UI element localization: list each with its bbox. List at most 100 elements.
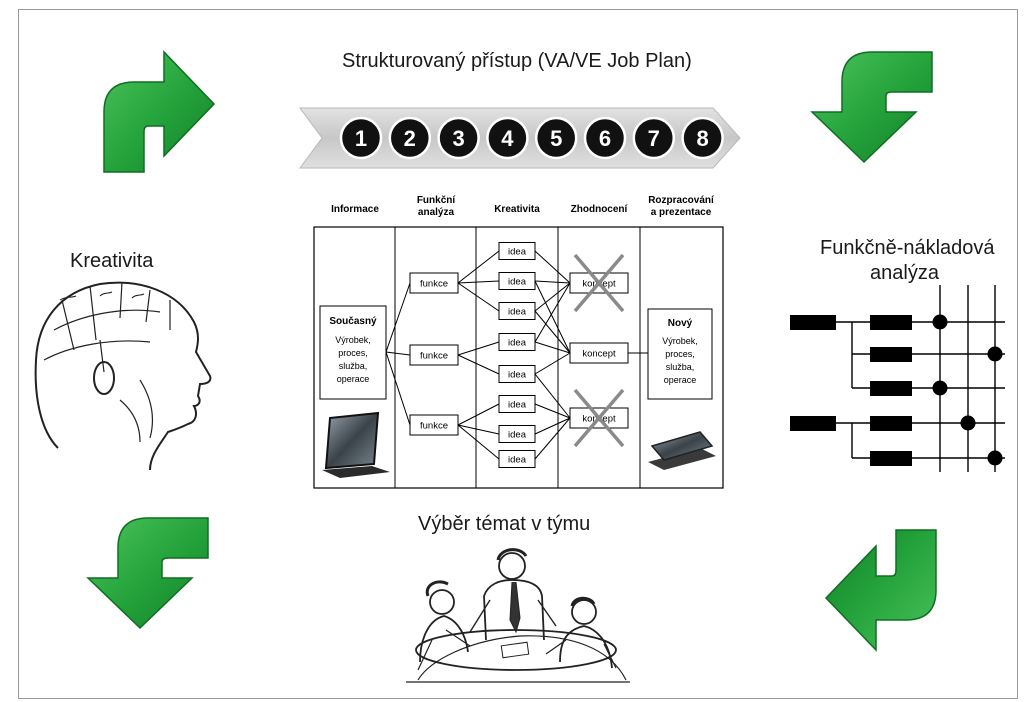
tablet-icon-current — [322, 411, 390, 478]
current-state-box: Současný Výrobek, proces, služba, operac… — [319, 305, 387, 400]
step-number: 7 — [648, 126, 660, 151]
new-state-box: Nový Výrobek, proces, služba, operace — [647, 308, 713, 400]
idea-node-label: idea — [508, 455, 527, 466]
curved-arrow-icon-top-left — [103, 51, 215, 173]
step-circle: 6 — [583, 116, 627, 160]
step-circle: 8 — [681, 116, 724, 160]
fca-title-line1: Funkčně-nákladová — [820, 237, 995, 259]
idea-node: idea — [498, 242, 536, 260]
connector-function-idea — [457, 250, 500, 284]
connector-current-function — [385, 351, 411, 356]
team-meeting-icon — [406, 548, 630, 683]
function-node-label: funkce — [420, 351, 448, 362]
function-node: funkce — [409, 344, 459, 366]
current-box-line: proces, — [338, 348, 368, 358]
connector-idea-concept — [534, 250, 571, 284]
function-cost-matrix-icon — [790, 285, 1005, 472]
new-box-line: služba, — [666, 362, 695, 372]
connector-idea-concept — [534, 403, 571, 419]
connector-idea-concept — [534, 280, 571, 284]
idea-node: idea — [498, 272, 536, 290]
connector-current-function — [385, 282, 411, 353]
connector-function-idea — [457, 403, 500, 426]
diagram-frame — [18, 9, 1018, 699]
reject-cross-icon — [573, 253, 625, 313]
idea-node-label: idea — [508, 277, 527, 288]
function-node: funkce — [409, 272, 459, 294]
connector-idea-concept — [534, 282, 571, 343]
phrenology-head-icon — [34, 281, 212, 471]
step-circle: 2 — [388, 116, 432, 160]
job-plan-title: Strukturovaný přístup (VA/VE Job Plan) — [342, 50, 692, 72]
connector-idea-concept — [534, 310, 571, 354]
step-number: 8 — [696, 126, 708, 151]
curved-arrow-icon-top-right — [811, 51, 933, 163]
step-number: 1 — [355, 126, 367, 151]
current-box-line: Výrobek, — [335, 335, 371, 345]
connector-idea-concept — [534, 373, 571, 419]
connector-idea-concept — [534, 280, 571, 354]
fca-title-line2: analýza — [870, 262, 939, 284]
connector-function-idea — [457, 341, 500, 356]
idea-node-label: idea — [508, 338, 527, 349]
current-box-title: Současný — [329, 316, 377, 327]
concept-node-label: koncept — [582, 349, 616, 360]
idea-node: idea — [498, 450, 536, 468]
idea-node: idea — [498, 302, 536, 320]
step-number: 6 — [599, 126, 611, 151]
connector-function-idea — [457, 424, 500, 460]
column-header-line2: a prezentace — [651, 207, 712, 218]
step-number: 4 — [501, 126, 514, 151]
tablet-icon-new — [648, 431, 716, 470]
connector-current-function — [385, 351, 411, 426]
idea-node-label: idea — [508, 247, 527, 258]
connector-function-idea — [457, 282, 500, 312]
idea-node-label: idea — [508, 430, 527, 441]
column-header-line2: analýza — [418, 207, 455, 218]
function-node-label: funkce — [420, 279, 448, 290]
step-circle: 5 — [534, 116, 578, 160]
step-circle: 4 — [486, 116, 529, 160]
idea-node-label: idea — [508, 400, 527, 411]
current-box-line: operace — [337, 374, 370, 384]
process-nodes: funkce funkce funkce idea idea idea idea idea id… — [409, 242, 629, 468]
column-header: Kreativita — [494, 204, 540, 215]
new-box-line: Výrobek, — [662, 336, 698, 346]
column-header: Zhodnocení — [571, 204, 629, 215]
step-number: 5 — [550, 126, 562, 151]
connector-function-idea — [457, 354, 500, 375]
new-box-line: operace — [664, 375, 697, 385]
concept-node: koncept — [569, 342, 629, 364]
team-title: Výběr témat v týmu — [418, 513, 591, 535]
idea-node: idea — [498, 395, 536, 413]
idea-node: idea — [498, 365, 536, 383]
column-header: Funkční — [417, 195, 457, 206]
function-node-label: funkce — [420, 421, 448, 432]
column-header: Informace — [331, 204, 379, 215]
current-box-line: služba, — [339, 361, 368, 371]
connector-idea-concept — [534, 282, 571, 312]
idea-node-label: idea — [508, 370, 527, 381]
reject-cross-icon — [573, 388, 625, 448]
idea-node: idea — [498, 333, 536, 351]
step-circle: 3 — [437, 116, 480, 160]
connector-idea-concept — [534, 341, 571, 354]
idea-node: idea — [498, 425, 536, 443]
connector-idea-concept — [534, 417, 571, 435]
new-box-line: proces, — [665, 349, 695, 359]
step-circle: 7 — [632, 116, 676, 160]
connector-function-idea — [457, 280, 500, 284]
curved-arrow-icon-bottom-right — [825, 529, 937, 651]
process-connectors — [385, 250, 648, 460]
creativity-title: Kreativita — [70, 250, 154, 272]
step-number: 3 — [452, 126, 464, 151]
connector-idea-concept — [534, 352, 571, 375]
curved-arrow-icon-bottom-left — [87, 517, 209, 629]
function-node: funkce — [409, 414, 459, 436]
connector-function-idea — [457, 424, 500, 435]
new-box-title: Nový — [668, 318, 693, 329]
